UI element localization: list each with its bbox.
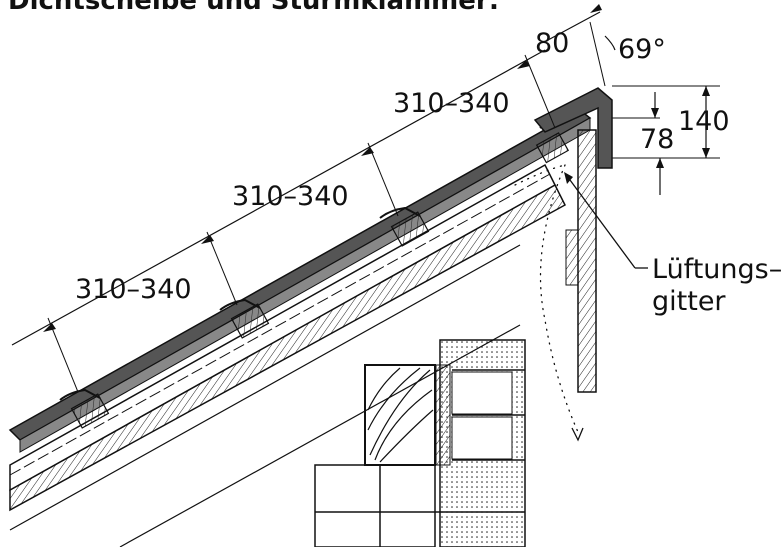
dimension-ridge-overlap: 80 bbox=[535, 28, 569, 59]
dimension-height-78: 78 bbox=[640, 124, 674, 155]
battens bbox=[70, 132, 570, 429]
roof-layers bbox=[9, 163, 566, 547]
drawing-title: Dichtscheibe und Sturmklammer: bbox=[8, 0, 500, 16]
dimension-angle: 69° bbox=[618, 34, 666, 65]
callout-label-line1: Lüftungs– bbox=[652, 254, 782, 285]
height-dimensions bbox=[612, 85, 720, 195]
dimension-spacing-2: 310–340 bbox=[232, 181, 349, 212]
verge-board bbox=[533, 87, 613, 393]
spacing-dimensions bbox=[11, 49, 556, 393]
callout-label-line2: gitter bbox=[652, 286, 726, 317]
dimension-height-140: 140 bbox=[678, 106, 730, 137]
airflow-path bbox=[514, 164, 584, 442]
callout-arrowhead bbox=[564, 172, 573, 184]
masonry-wall bbox=[314, 339, 526, 547]
ridge-timber-beam bbox=[364, 364, 451, 466]
dimension-spacing-1: 310–340 bbox=[75, 274, 192, 305]
callout-leader bbox=[569, 179, 636, 269]
ridge-overlap-dimension bbox=[547, 4, 616, 87]
dimension-spacing-3: 310–340 bbox=[393, 88, 510, 119]
